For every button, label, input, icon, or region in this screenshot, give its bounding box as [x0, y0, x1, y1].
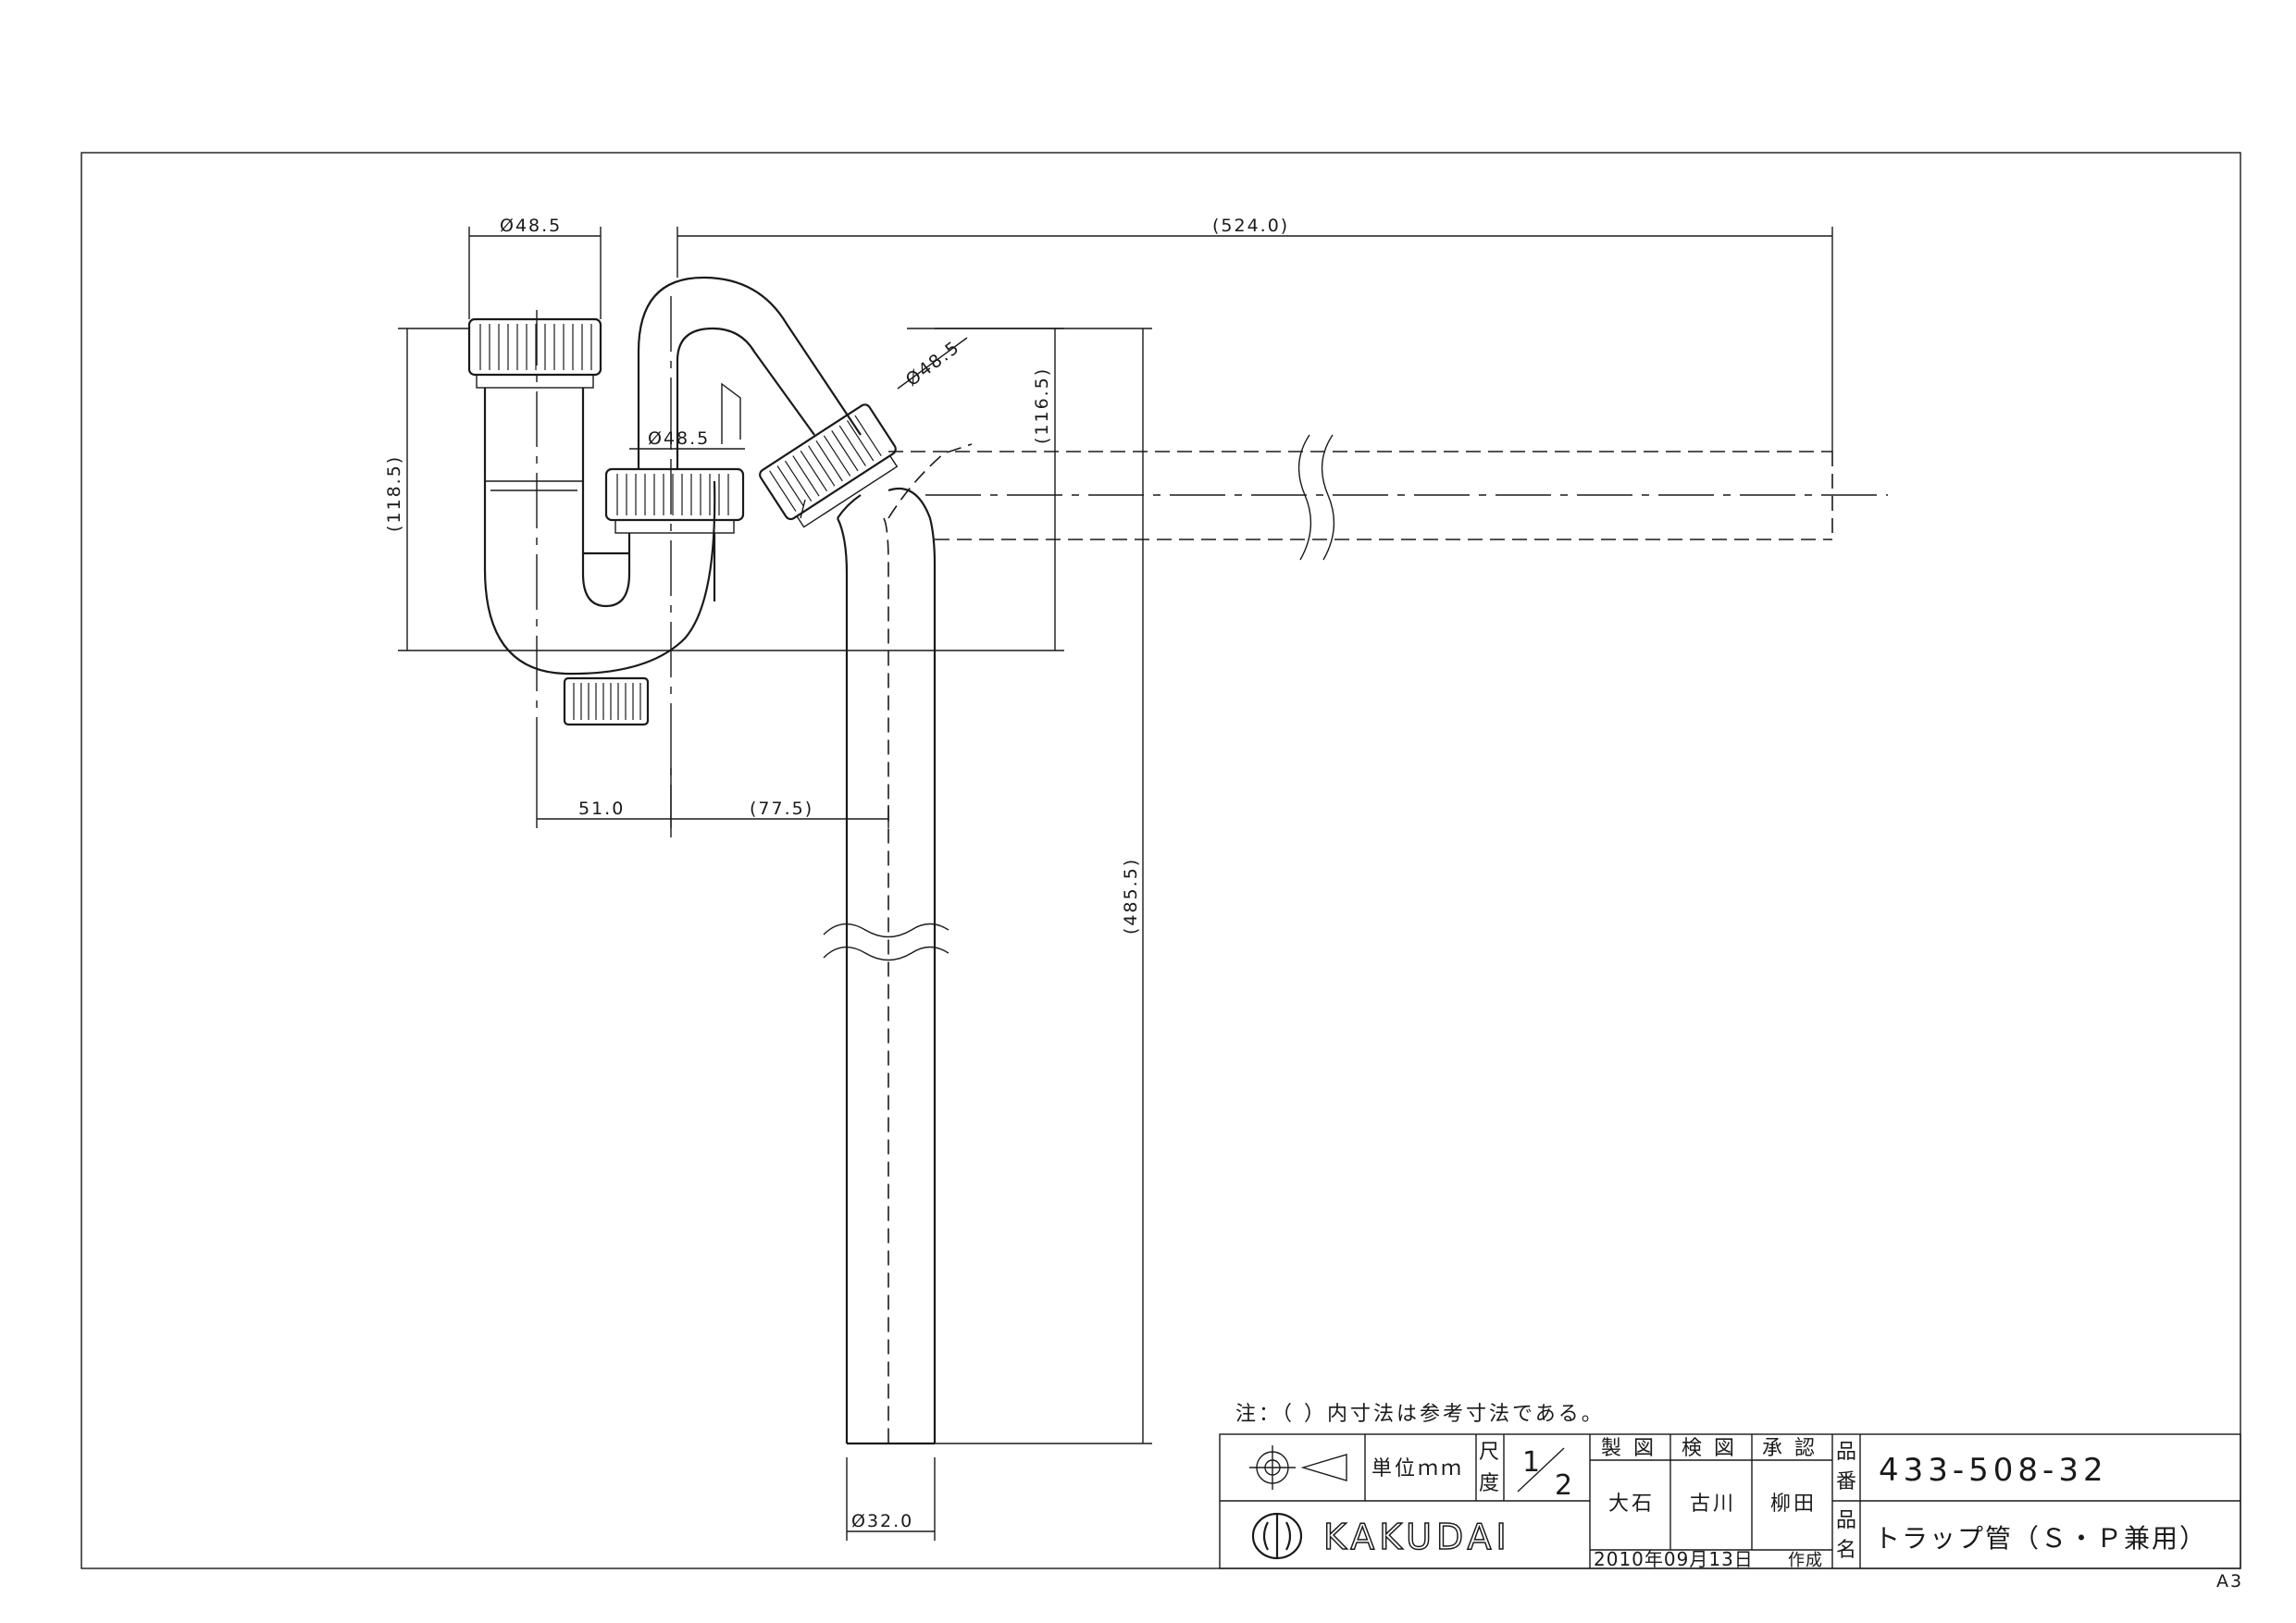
top-nut — [467, 317, 602, 377]
dim-offset-77: (77.5) — [750, 799, 813, 819]
top-nut-knurl — [479, 324, 592, 370]
part-number: 433-508-32 — [1879, 1452, 2108, 1489]
dim-vertical-length: (485.5) — [1121, 858, 1141, 935]
part-name: トラップ管（Ｓ・Ｐ兼用） — [1874, 1523, 2207, 1554]
dim-overall-length: (524.0) — [1212, 216, 1289, 236]
checked-by: 古川 — [1690, 1493, 1736, 1516]
phantom-horizontal-pipe — [888, 434, 1888, 561]
unit-label: 単位ｍｍ — [1371, 1457, 1464, 1481]
checked-label: 検 図 — [1682, 1437, 1737, 1460]
created-date: 2010年09月13日 — [1594, 1548, 1754, 1570]
title-block: 単位ｍｍ 尺 度 1 2 製 図 検 図 承 認 大石 古川 柳田 2010年0… — [1219, 1433, 2241, 1570]
scale-numerator: 1 — [1522, 1446, 1540, 1479]
name-label-2: 名 — [1836, 1539, 1859, 1562]
sheet-border — [81, 152, 2241, 1569]
reference-note: 注：（ ）内寸法は参考寸法である。 — [1235, 1403, 1605, 1426]
drain-plug — [563, 676, 650, 726]
dimensions: Ø48.5 (524.0) (118.5) (116.5) Ø48.5 Ø48.… — [384, 216, 1833, 1541]
dim-pipe-dia: Ø32.0 — [851, 1511, 913, 1531]
kakudai-logo: KAKUDAI — [1251, 1512, 1511, 1560]
scale-label-2: 度 — [1479, 1472, 1502, 1495]
p-trap-assembly — [467, 276, 973, 1445]
dim-inlet-nut-dia: Ø48.5 — [648, 428, 710, 449]
part-no-label-2: 番 — [1836, 1470, 1859, 1493]
dim-angled-nut-dia: Ø48.5 — [902, 337, 964, 390]
third-angle-projection-icon — [1249, 1445, 1347, 1490]
dim-top-nut-dia: Ø48.5 — [500, 216, 562, 236]
name-label-1: 品 — [1836, 1509, 1859, 1532]
approved-label: 承 認 — [1762, 1437, 1818, 1460]
dim-height-left: (118.5) — [384, 455, 404, 532]
dim-offset-51: 51.0 — [578, 799, 625, 819]
part-no-label-1: 品 — [1836, 1441, 1859, 1464]
dim-height-right: (116.5) — [1032, 367, 1052, 444]
angled-nut — [759, 403, 899, 528]
made-by: 大石 — [1608, 1493, 1655, 1516]
scale-label-1: 尺 — [1479, 1441, 1502, 1464]
approved-by: 柳田 — [1770, 1493, 1817, 1516]
scale-denominator: 2 — [1555, 1469, 1572, 1502]
company-name: KAKUDAI — [1323, 1517, 1511, 1557]
created-label: 作成 — [1788, 1551, 1823, 1570]
made-label: 製 図 — [1601, 1437, 1657, 1460]
sheet-size: A3 — [2216, 1571, 2243, 1592]
